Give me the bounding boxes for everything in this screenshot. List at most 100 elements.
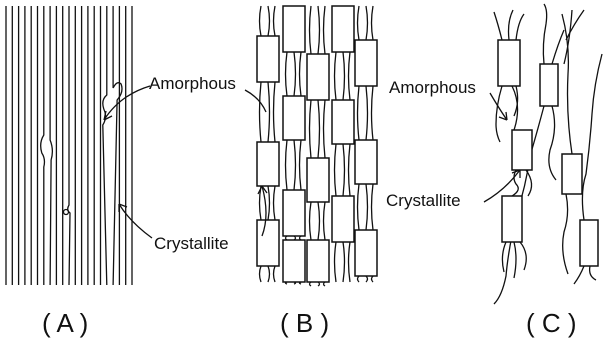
- amorphous-chain: [308, 99, 312, 159]
- arrowhead-b-crystallite: [257, 185, 268, 195]
- fiber-loop: [62, 208, 70, 216]
- amorphous-chain: [495, 85, 503, 143]
- arrow-b-amorphous: [244, 89, 267, 113]
- crystallite-block: [579, 219, 599, 267]
- amorphous-chain: [317, 201, 321, 241]
- arrow-a-amorphous: [103, 85, 151, 121]
- a-crystallite-label: Crystallite: [154, 234, 229, 253]
- fiber-line: [67, 6, 71, 286]
- amorphous-chain: [293, 139, 297, 191]
- crystallite-block: [256, 35, 280, 83]
- crystallite-block: [306, 239, 330, 283]
- c-amorphous-label: Amorphous: [389, 78, 476, 97]
- amorphous-chain: [322, 5, 326, 55]
- arrow-c-crystallite: [483, 169, 521, 203]
- panel-a-label: ( A ): [42, 308, 88, 338]
- crystallite-block: [306, 53, 330, 101]
- amorphous-chain: [519, 241, 527, 271]
- amorphous-chain: [365, 85, 369, 141]
- crystallite-block: [354, 139, 378, 185]
- arrowhead-c-amorphous: [498, 111, 508, 121]
- arrow-a-crystallite: [118, 203, 153, 239]
- amorphous-chain: [342, 143, 346, 197]
- fiber-line: [102, 6, 108, 286]
- amorphous-chain: [333, 51, 337, 101]
- amorphous-chain: [573, 265, 585, 285]
- amorphous-chain: [293, 51, 297, 97]
- amorphous-chain: [562, 193, 569, 275]
- amorphous-chain: [298, 139, 302, 191]
- fiber-line: [49, 6, 54, 286]
- amorphous-chain: [298, 51, 302, 97]
- fiber-line: [40, 6, 46, 285]
- amorphous-chain: [308, 201, 312, 241]
- panel-a-fibers: [5, 6, 133, 286]
- amorphous-chain: [365, 275, 369, 283]
- amorphous-chain: [370, 85, 374, 141]
- amorphous-chain: [511, 169, 519, 197]
- a-amorphous-label: Amorphous: [149, 74, 236, 93]
- amorphous-chain: [347, 241, 351, 283]
- amorphous-chain: [525, 169, 533, 197]
- crystallite-block: [282, 239, 306, 283]
- amorphous-chain: [507, 9, 514, 41]
- amorphous-chain: [561, 13, 573, 155]
- amorphous-chain: [542, 3, 548, 65]
- amorphous-chain: [322, 99, 326, 159]
- amorphous-chain: [347, 143, 351, 197]
- amorphous-chain: [513, 241, 517, 279]
- amorphous-chain: [515, 13, 525, 41]
- arrowhead-c-crystallite: [511, 169, 521, 178]
- amorphous-chain: [258, 81, 262, 143]
- amorphous-chain: [493, 11, 503, 41]
- crystallite-block: [282, 95, 306, 141]
- amorphous-chain: [267, 81, 271, 143]
- arrowhead-a-crystallite: [118, 203, 128, 212]
- crystallite-block: [256, 141, 280, 187]
- crystallite-block: [306, 157, 330, 203]
- amorphous-chain: [356, 183, 360, 231]
- crystallite-block: [282, 5, 306, 53]
- crystallite-block: [331, 5, 355, 53]
- amorphous-chain: [272, 265, 276, 283]
- crystallite-block: [282, 189, 306, 237]
- arrow-b-crystallite: [261, 185, 267, 237]
- amorphous-chain: [258, 265, 262, 283]
- amorphous-chain: [267, 5, 271, 37]
- crystallite-block: [561, 153, 583, 195]
- amorphous-chain: [342, 51, 346, 101]
- amorphous-chain: [272, 5, 276, 37]
- amorphous-chain: [581, 53, 603, 221]
- crystallite-block: [511, 129, 533, 171]
- amorphous-chain: [501, 241, 507, 273]
- crystallite-block: [256, 219, 280, 267]
- panel-b-blocks: [256, 5, 378, 287]
- amorphous-chain: [258, 5, 262, 37]
- panel-b-label: ( B ): [280, 308, 329, 338]
- amorphous-chain: [588, 265, 597, 281]
- amorphous-chain: [317, 5, 321, 55]
- amorphous-chain: [347, 51, 351, 101]
- fiber-line: [112, 6, 123, 286]
- arrow-c-amorphous: [489, 92, 508, 121]
- panel-c-crystallites: [493, 3, 603, 305]
- amorphous-chain: [365, 5, 369, 41]
- amorphous-chain: [322, 201, 326, 241]
- amorphous-chain: [365, 183, 369, 231]
- amorphous-chain: [284, 139, 288, 191]
- amorphous-chain: [356, 85, 360, 141]
- arrowhead-a-amorphous: [103, 110, 113, 121]
- amorphous-chain: [370, 5, 374, 41]
- crystallite-block: [354, 39, 378, 87]
- crystallite-block: [354, 229, 378, 277]
- crystallite-block: [539, 63, 559, 107]
- amorphous-chain: [267, 185, 271, 221]
- crystallite-block: [331, 195, 355, 243]
- amorphous-chain: [511, 85, 519, 131]
- amorphous-chain: [356, 275, 360, 283]
- amorphous-chain: [342, 241, 346, 283]
- crystallite-block: [331, 99, 355, 145]
- crystallite-block: [497, 39, 521, 87]
- amorphous-chain: [565, 9, 585, 41]
